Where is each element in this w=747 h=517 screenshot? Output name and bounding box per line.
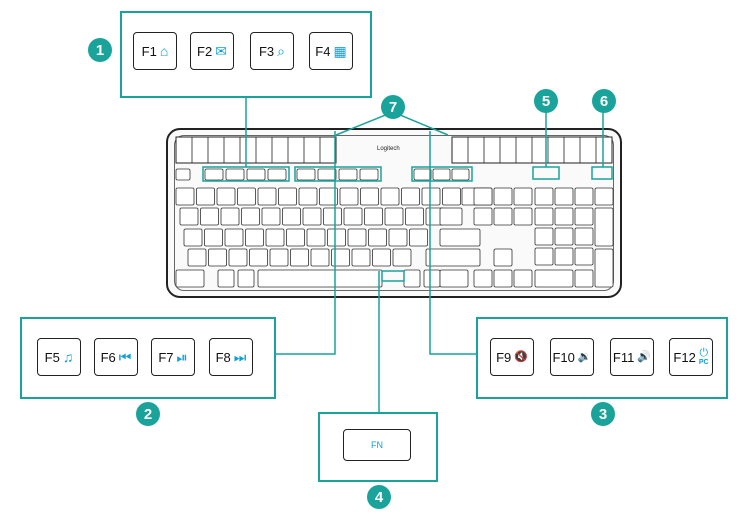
callout-1-badge: 1 [88,38,112,62]
f6-key: F6 ⏮ [94,338,138,376]
f9-key: F9 🔇 [490,338,534,376]
previous-track-icon: ⏮ [118,349,132,365]
callout-4-badge: 4 [367,485,391,509]
next-track-icon: ⏭ [233,349,247,365]
f1-key-label: F1 [141,43,157,59]
f4-key-label: F4 [315,43,331,59]
f5-key-label: F5 [44,349,60,365]
f7-key: F7 ⏯ [151,338,195,376]
f1-key: F1 ⌂ [133,32,177,70]
f10-key-label: F10 [552,349,575,365]
play-pause-icon: ⏯ [176,349,188,365]
volume-down-icon: 🔉 [577,350,592,363]
pc-power-icon: ⏻ PC [698,347,709,367]
fn-key-label: FN [371,440,383,450]
f8-key-label: F8 [215,349,231,365]
mute-icon: 🔇 [514,350,528,363]
search-icon: ⌕ [277,43,285,59]
f12-key: F12 ⏻ PC [669,338,713,376]
f3-key-label: F3 [258,43,275,59]
mail-icon: ✉ [215,43,227,59]
f5-key: F5 ♫ [37,338,81,376]
callout-5-badge: 5 [534,89,558,113]
f3-key: F3 ⌕ [250,32,294,70]
f4-key: F4 ▦ [309,32,353,70]
pc-power-glyph: ⏻ [699,347,709,359]
home-icon: ⌂ [159,43,169,59]
f9-key-label: F9 [496,349,512,365]
f2-key-label: F2 [197,43,213,59]
pc-label: PC [698,359,709,366]
calculator-icon: ▦ [333,43,347,59]
f7-key-label: F7 [158,349,174,365]
callout-3-badge: 3 [591,402,615,426]
f11-key: F11 🔊 [610,338,654,376]
music-icon: ♫ [62,349,74,365]
f2-key: F2 ✉ [190,32,234,70]
keyboard-inner-frame [174,135,614,291]
callout-6-badge: 6 [592,89,616,113]
callout-2-badge: 2 [136,402,160,426]
f6-key-label: F6 [100,349,116,365]
callout-7-badge: 7 [381,95,405,119]
f10-key: F10 🔉 [550,338,594,376]
keyboard-illustration [166,128,622,298]
f8-key: F8 ⏭ [209,338,253,376]
f12-key-label: F12 [673,349,696,365]
f11-key-label: F11 [612,349,635,365]
brand-logo: Logitech [377,146,400,152]
volume-up-icon: 🔊 [637,350,652,363]
fn-key: FN [343,429,411,461]
